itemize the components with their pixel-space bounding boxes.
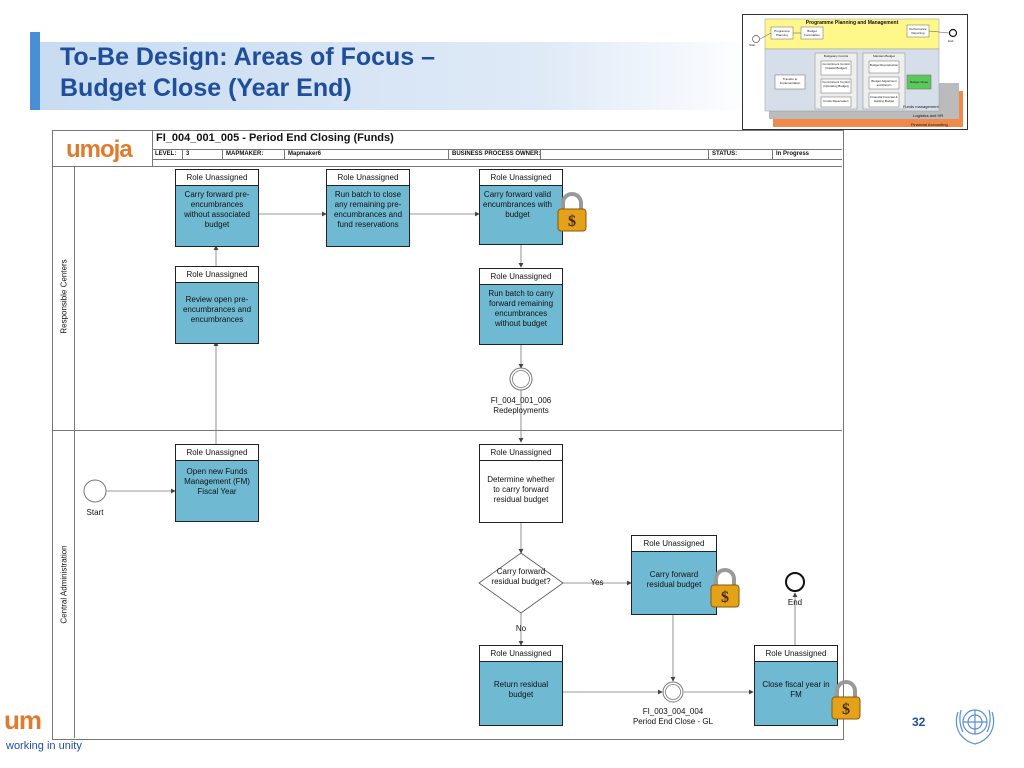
footer-tagline: working in unity — [6, 740, 82, 752]
mini-top-title: Programme Planning and Management — [805, 20, 899, 26]
mini-funds-mgmt: Funds management — [903, 104, 939, 109]
lane-label-divider — [74, 166, 75, 738]
mapmaker-value: Mapmaker6 — [288, 151, 322, 157]
task-determine-residual-budget[interactable]: Role Unassigned Determine whether to car… — [479, 444, 563, 523]
role-label: Role Unassigned — [632, 536, 716, 552]
task-open-new-fm-fiscal-year[interactable]: Role Unassigned Open new Funds Managemen… — [175, 444, 259, 522]
mini-financial-forecast: Financial Forecast & Holding Budget — [870, 95, 898, 103]
task-text: Carry forward valid encumbrances with bu… — [483, 190, 552, 219]
mini-transfer: Transfer to Implementation — [779, 77, 801, 85]
level-value: 3 — [186, 151, 190, 157]
lock-dollar-icon: $ — [710, 568, 740, 608]
title-band — [40, 42, 760, 110]
task-text: Determine whether to carry forward resid… — [487, 475, 555, 504]
mini-budgetary-control: Budgetary Control — [823, 54, 849, 58]
un-emblem-icon — [955, 709, 995, 745]
role-label: Role Unassigned — [480, 445, 562, 461]
task-carry-forward-valid-encumbrances[interactable]: Role Unassigned Carry forward valid encu… — [479, 169, 563, 245]
role-label: Role Unassigned — [327, 170, 409, 186]
process-overview-thumbnail: Programme Planning and Management Start … — [742, 14, 968, 130]
mini-prog-planning: Programme Planning — [774, 29, 790, 37]
umoja-logo-cell: umoja — [52, 130, 153, 167]
mini-perf-reporting: Performance Reporting — [909, 27, 927, 35]
task-text: Run batch to carry forward remaining enc… — [488, 289, 554, 328]
role-label: Role Unassigned — [176, 445, 258, 461]
task-text: Carry forward residual budget — [646, 570, 702, 589]
mini-maintain-budget: Maintain Budget — [873, 54, 895, 58]
gl-close-event: FI_003_004_004 Period End Close - GL — [632, 707, 714, 726]
role-label: Role Unassigned — [176, 267, 258, 283]
header-fields-row: LEVEL: 3 MAPMAKER: Mapmaker6 BUSINESS PR… — [152, 149, 842, 160]
status-label: STATUS: — [712, 151, 738, 157]
page-title: To-Be Design: Areas of Focus – Budget Cl… — [60, 42, 435, 104]
mini-logistics: Logistics and HR — [913, 113, 944, 118]
title-line-2: Budget Close (Year End) — [60, 74, 352, 102]
svg-text:$: $ — [568, 213, 576, 230]
page-number: 32 — [912, 715, 926, 729]
task-text: Return residual budget — [493, 680, 549, 699]
task-text: Open new Funds Management (FM) Fiscal Ye… — [184, 467, 250, 496]
process-diagram-frame — [52, 130, 844, 740]
role-label: Role Unassigned — [480, 646, 562, 662]
task-return-residual-budget[interactable]: Role Unassigned Return residual budget — [479, 645, 563, 726]
start-event-label: Start — [86, 508, 104, 517]
owner-label: BUSINESS PROCESS OWNER: — [452, 151, 541, 157]
lane-divider — [52, 430, 842, 431]
task-text: Close fiscal year in FM — [762, 680, 830, 699]
role-label: Role Unassigned — [755, 646, 837, 662]
role-label: Role Unassigned — [480, 269, 562, 285]
mini-commitment: Commitment Control (Capital Budget) — [822, 62, 850, 70]
mini-budget-reprod: Budget Reproduction — [869, 63, 899, 67]
mini-end: End — [948, 39, 954, 43]
redeployments-event: FI_004_001_006 Redeployments — [490, 396, 552, 415]
task-carry-forward-pre-encumbrances[interactable]: Role Unassigned Carry forward pre-encumb… — [175, 169, 259, 247]
mini-start: Start — [749, 43, 756, 47]
lane-top-border — [52, 166, 842, 167]
decision-no-label: No — [515, 624, 527, 633]
task-close-fiscal-year-fm[interactable]: Role Unassigned Close fiscal year in FM — [754, 645, 838, 726]
task-review-open-pre-encumbrances[interactable]: Role Unassigned Review open pre-encumbra… — [175, 266, 259, 344]
lock-dollar-icon: $ — [831, 680, 861, 720]
mini-commitment-op: Commitment Control (Operating Budget) — [822, 80, 850, 88]
level-label: LEVEL: — [155, 151, 177, 157]
status-value: In Progress — [776, 151, 810, 157]
mini-fin-accounting: Financial Accounting — [911, 122, 948, 127]
end-event-label: End — [787, 598, 803, 607]
decision-question: Carry forward residual budget? — [491, 567, 551, 586]
title-line-1: To-Be Design: Areas of Focus – — [60, 43, 436, 71]
svg-text:$: $ — [842, 701, 850, 718]
task-text: Carry forward pre-encumbrances without a… — [184, 190, 250, 229]
umoja-logo: umoja — [66, 136, 133, 163]
mini-funds-reservation: Funds Reservation — [823, 99, 849, 103]
task-text: Review open pre-encumbrances and encumbr… — [182, 295, 252, 324]
process-title: FI_004_001_005 - Period End Closing (Fun… — [156, 132, 394, 144]
task-run-batch-carry-forward[interactable]: Role Unassigned Run batch to carry forwa… — [479, 268, 563, 345]
task-carry-forward-residual-budget[interactable]: Role Unassigned Carry forward residual b… — [631, 535, 717, 615]
role-label: Role Unassigned — [176, 170, 258, 186]
task-text: Run batch to close any remaining pre-enc… — [333, 190, 403, 229]
task-run-batch-close[interactable]: Role Unassigned Run batch to close any r… — [326, 169, 410, 247]
svg-text:$: $ — [721, 589, 729, 606]
lock-dollar-icon: $ — [557, 192, 587, 232]
decision-yes-label: Yes — [590, 578, 604, 587]
title-accent-bar — [30, 32, 40, 110]
mapmaker-label: MAPMAKER: — [226, 151, 264, 157]
mini-budget-formulation: Budget Formulation — [804, 29, 820, 37]
mini-budget-adjust: Budget Adjustment and Return — [871, 79, 897, 87]
role-label: Role Unassigned — [480, 170, 562, 186]
footer-logo: um — [4, 705, 42, 735]
mini-budget-close: Budget Close — [909, 80, 928, 84]
